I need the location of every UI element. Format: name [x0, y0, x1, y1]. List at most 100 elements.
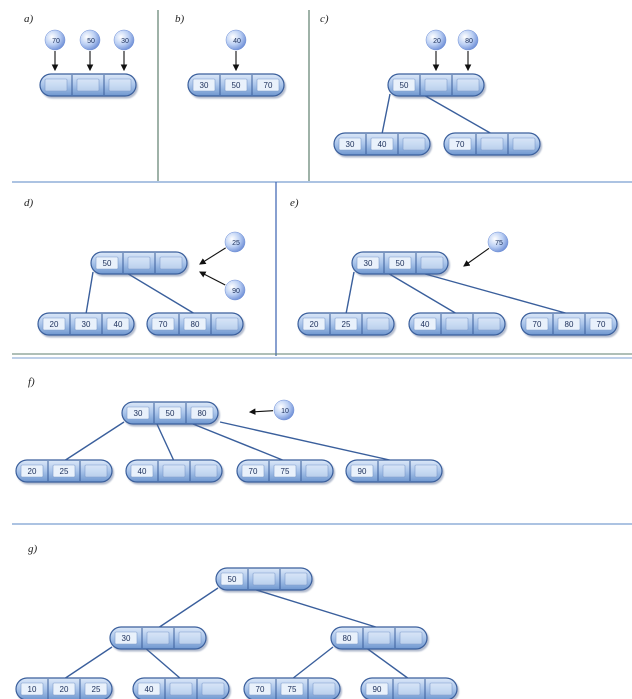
node-key: 30 — [364, 259, 373, 268]
key-cell — [74, 317, 98, 331]
key-cell — [114, 631, 138, 645]
ball-key: 50 — [87, 38, 95, 45]
btree-node — [39, 73, 137, 97]
node-key: 80 — [343, 634, 352, 643]
btree-node: 70 75 — [243, 677, 341, 699]
insert-arrow — [199, 247, 226, 265]
key-cell — [365, 682, 389, 696]
ball-key: 40 — [233, 38, 241, 45]
node-key: 70 — [533, 320, 542, 329]
key-cell — [248, 682, 272, 696]
key-cell — [84, 464, 108, 478]
key-cell — [334, 317, 358, 331]
node-key: 30 — [346, 140, 355, 149]
ball-key: 80 — [465, 38, 473, 45]
btree-node: 50 — [387, 73, 485, 97]
tree-edge — [385, 271, 458, 315]
btree-node: 30 — [109, 626, 207, 650]
ball-shape — [425, 29, 447, 51]
key-cell — [256, 78, 280, 92]
ball-key: 20 — [433, 38, 441, 45]
key-cell — [429, 682, 453, 696]
key-cell — [201, 682, 225, 696]
key-cell — [178, 631, 202, 645]
key-cell — [95, 256, 119, 270]
node-key: 70 — [249, 467, 258, 476]
tree-edge — [421, 93, 493, 135]
node-key: 70 — [597, 320, 606, 329]
incoming-key-ball: 25 — [224, 231, 246, 253]
insert-arrow — [199, 271, 226, 286]
tree-edge — [249, 587, 380, 629]
key-cell — [241, 464, 265, 478]
node-key: 40 — [145, 685, 154, 694]
panel-label-b: b) — [175, 13, 185, 25]
key-cell — [158, 406, 182, 420]
key-cell — [146, 631, 170, 645]
key-cell — [190, 406, 214, 420]
node-key: 20 — [28, 467, 37, 476]
tree-edge — [417, 271, 570, 315]
key-cell — [284, 572, 308, 586]
key-cell — [480, 137, 504, 151]
btree-node: 40 — [125, 459, 223, 483]
node-key: 30 — [82, 320, 91, 329]
btree-node: 40 — [408, 312, 506, 336]
ball-shape — [273, 399, 295, 421]
key-cell — [273, 464, 297, 478]
key-cell — [44, 78, 68, 92]
panel-label-f: f) — [28, 376, 35, 388]
btree-node: 80 — [330, 626, 428, 650]
node-key: 50 — [232, 81, 241, 90]
key-cell — [399, 631, 423, 645]
key-cell — [126, 406, 150, 420]
key-cell — [356, 256, 380, 270]
ball-shape — [224, 279, 246, 301]
incoming-key-ball: 70 — [44, 29, 66, 51]
incoming-key-ball: 75 — [487, 231, 509, 253]
node-key: 70 — [256, 685, 265, 694]
node-key: 40 — [378, 140, 387, 149]
key-cell — [367, 631, 391, 645]
tree-edges — [63, 93, 570, 680]
key-cell — [224, 78, 248, 92]
node-key: 90 — [373, 685, 382, 694]
node-key: 50 — [396, 259, 405, 268]
btree-node: 40 — [132, 677, 230, 699]
tree-edge — [155, 421, 175, 462]
key-cell — [366, 317, 390, 331]
key-cell — [76, 78, 100, 92]
ball-key: 75 — [495, 240, 503, 247]
key-cell — [137, 682, 161, 696]
key-cell — [52, 464, 76, 478]
ball-shape — [113, 29, 135, 51]
ball-shape — [224, 231, 246, 253]
key-cell — [388, 256, 412, 270]
panel-labels: a) b) c) d) e) f) g) — [24, 13, 329, 555]
tree-edge — [157, 587, 219, 629]
key-cell — [456, 78, 480, 92]
key-cell — [512, 137, 536, 151]
btree-node: 50 — [215, 567, 313, 591]
key-cell — [169, 682, 193, 696]
node-key: 20 — [60, 685, 69, 694]
node-key: 30 — [200, 81, 209, 90]
btree-node: 50 — [90, 251, 188, 275]
tree-edge — [345, 271, 355, 315]
tree-edge — [364, 646, 410, 680]
node-key: 75 — [288, 685, 297, 694]
node-key: 40 — [114, 320, 123, 329]
incoming-key-ball: 50 — [79, 29, 101, 51]
tree-edge — [143, 646, 182, 680]
panel-label-a: a) — [24, 13, 34, 25]
key-cell — [220, 572, 244, 586]
key-cell — [448, 137, 472, 151]
btree-node: 90 — [345, 459, 443, 483]
key-cell — [370, 137, 394, 151]
ball-key: 30 — [121, 38, 129, 45]
node-key: 30 — [122, 634, 131, 643]
